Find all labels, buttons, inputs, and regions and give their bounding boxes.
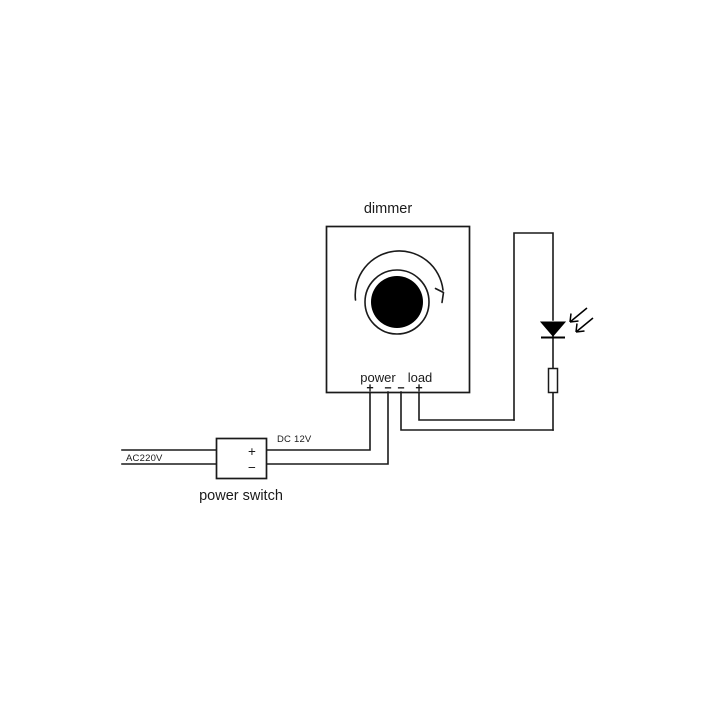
power-switch-box[interactable] [215,437,268,480]
wire-load-positive [418,391,515,421]
dc-output-label: DC 12V [277,434,312,445]
led-diode-icon[interactable] [539,321,567,339]
switch-minus-sign: − [248,460,256,475]
wire-power-positive [265,391,371,451]
switch-plus-sign: + [248,444,256,459]
terminal-load-plus-sign: + [415,381,422,395]
rotary-knob-icon[interactable] [364,269,430,335]
resistor-icon[interactable] [547,367,559,394]
terminal-load-minus-sign: − [397,381,404,395]
clockwise-arrow-icon [354,250,445,304]
terminal-power-minus-sign: − [384,381,391,395]
dimmer-title-label: dimmer [364,201,413,217]
wire-load-negative [400,391,554,431]
wire-led-loop-top [513,232,554,421]
terminal-power-plus-sign: + [366,381,373,395]
terminal-group-load-label: load [408,370,433,385]
wire-power-negative [265,391,389,465]
terminal-group-power-label: power [360,370,396,385]
power-switch-label: power switch [199,488,283,504]
light-emission-arrows-icon [569,307,594,333]
ac-input-label: AC220V [126,453,163,464]
